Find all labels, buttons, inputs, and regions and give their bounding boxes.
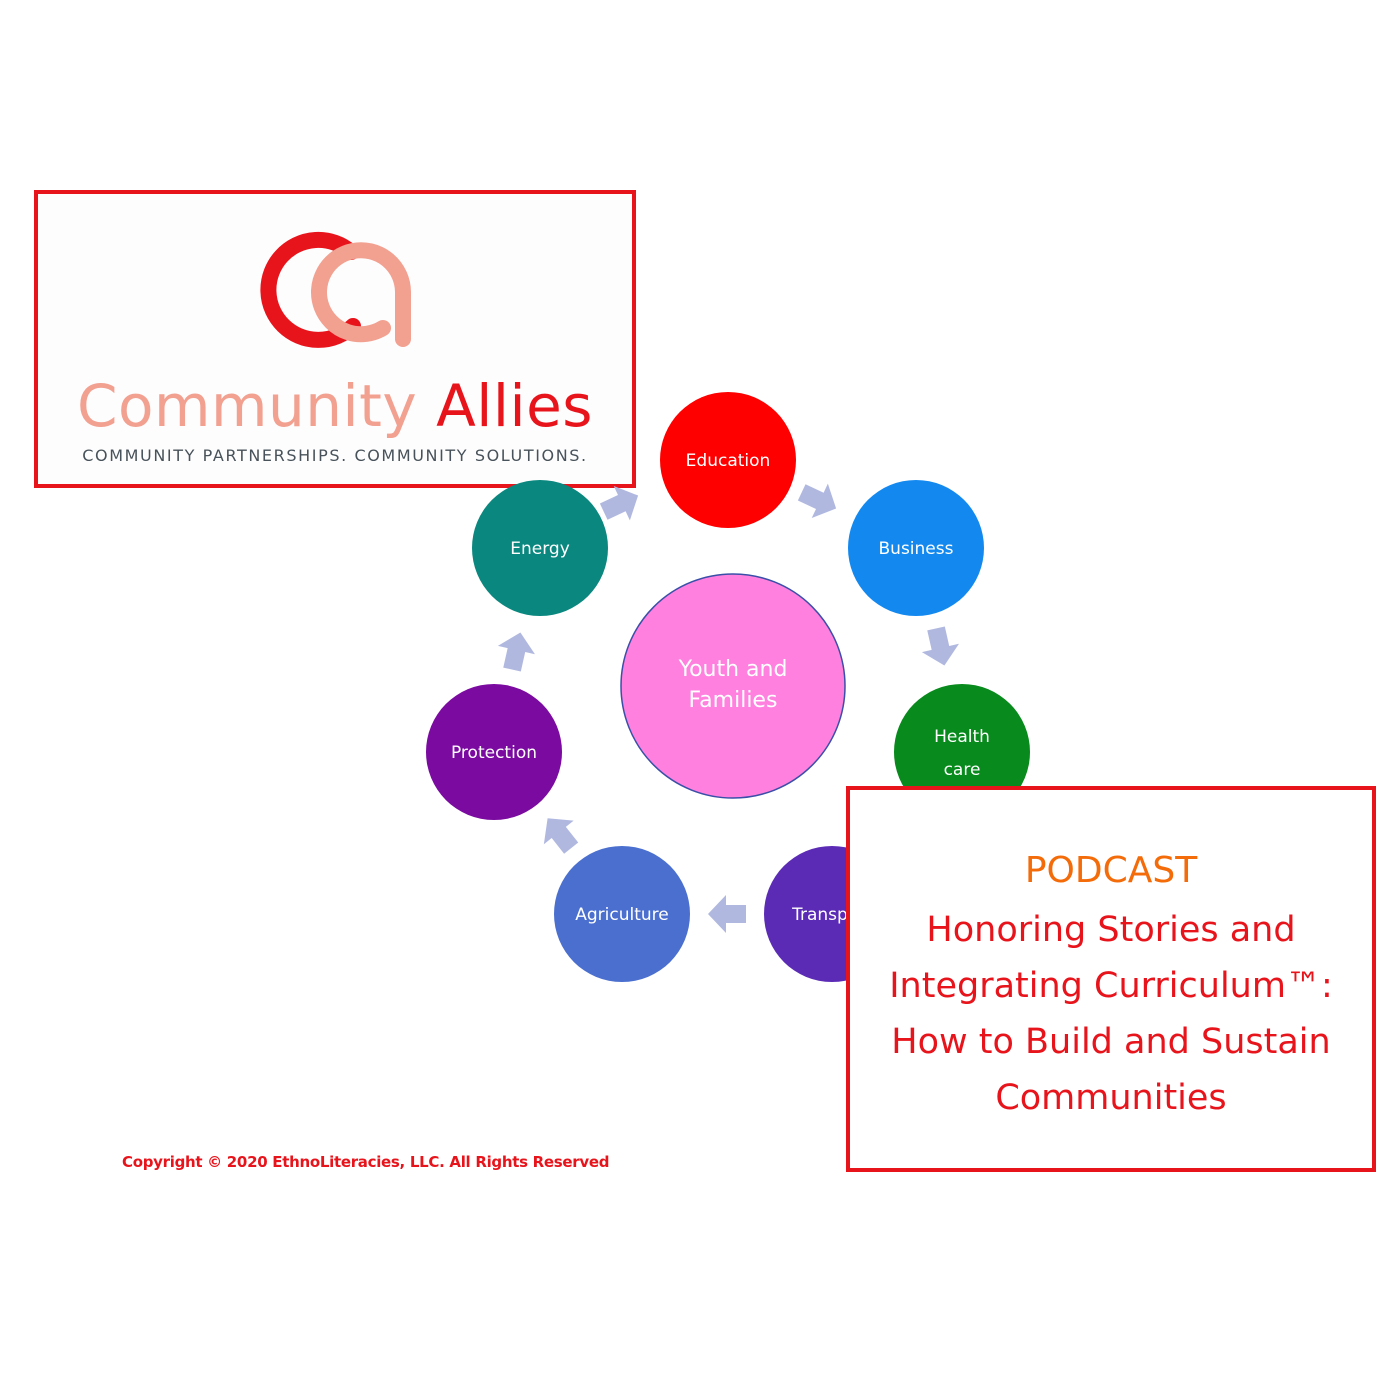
podcast-box: PODCAST Honoring Stories and Integrating… (846, 786, 1376, 1172)
cycle-node-label: Business (879, 539, 954, 559)
flow-arrow-icon (797, 483, 837, 519)
logo-word-community: Community (76, 372, 418, 440)
cycle-node-label: Education (686, 451, 771, 471)
podcast-title: Honoring Stories and Integrating Curricu… (860, 902, 1362, 1126)
copyright-notice: Copyright © 2020 EthnoLiteracies, LLC. A… (122, 1153, 610, 1171)
ca-monogram-logo (260, 231, 411, 348)
flow-arrow-icon (708, 895, 746, 933)
cycle-node-label: Agriculture (575, 905, 669, 925)
logo-word-allies: Allies (436, 372, 594, 440)
logo-wordmark: Community Allies (38, 374, 632, 438)
podcast-label: PODCAST (1024, 850, 1198, 891)
flow-arrow-icon (543, 818, 579, 854)
podcast-title-line: Communities (995, 1078, 1227, 1118)
logo-tagline: COMMUNITY PARTNERSHIPS. COMMUNITY SOLUTI… (82, 446, 588, 465)
podcast-title-line: Integrating Curriculum™: (889, 966, 1333, 1006)
hub-circle-youth-families (620, 573, 846, 799)
cycle-node-circle (426, 684, 562, 820)
cycle-node-label: care (944, 760, 981, 780)
podcast-title-line: Honoring Stories and (926, 910, 1296, 950)
cycle-node-circle (848, 480, 984, 616)
hub-label: Youth and (678, 657, 788, 682)
community-allies-logo: Community Allies COMMUNITY PARTNERSHIPS.… (34, 190, 636, 488)
cycle-node-label: Health (934, 727, 990, 747)
flow-arrow-icon (599, 485, 639, 521)
cycle-node-circle (472, 480, 608, 616)
hub-label: Families (689, 688, 778, 713)
cycle-node-circle (554, 846, 690, 982)
flow-arrow-icon (497, 632, 535, 672)
logo-a-shape (311, 242, 411, 347)
logo-c-shape (260, 231, 361, 348)
cycle-node-circle (660, 392, 796, 528)
flow-arrow-icon (921, 626, 959, 666)
podcast-title-line: How to Build and Sustain (891, 1022, 1331, 1062)
cycle-node-label: Energy (510, 539, 570, 559)
cycle-node-label: Protection (451, 743, 537, 763)
